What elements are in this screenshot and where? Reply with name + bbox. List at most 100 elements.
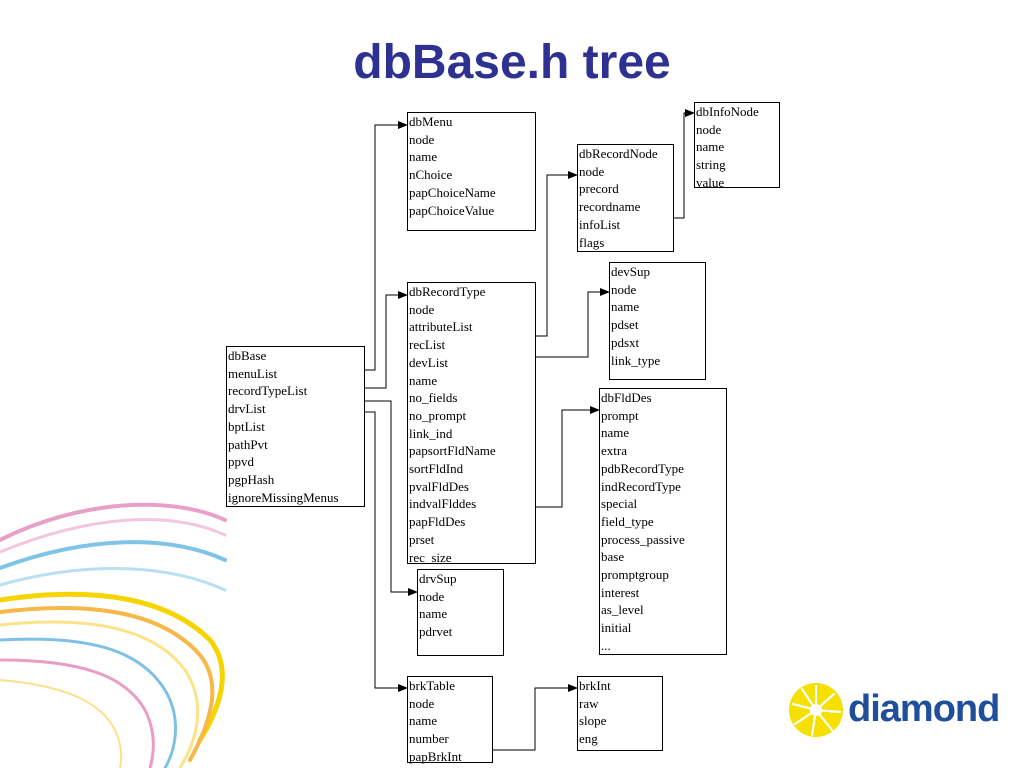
- field-label: pdrvet: [419, 624, 453, 640]
- field-label: devList: [409, 354, 448, 370]
- field-label: attributeList: [409, 319, 473, 335]
- drvsup-title: drvSup: [419, 571, 457, 586]
- dbrecordnode-title: dbRecordNode: [579, 146, 658, 161]
- dbrecordnode-box: dbRecordNode node precord recordname inf…: [577, 144, 674, 252]
- field-label: bptList: [228, 418, 265, 434]
- field-label: papsortFldName: [409, 443, 496, 459]
- field-label: pdset: [611, 317, 639, 333]
- field-label: base: [601, 549, 625, 565]
- field-label: raw: [579, 695, 599, 711]
- field-label: pdsxt: [611, 334, 640, 350]
- sun-burst-icon: [789, 683, 843, 737]
- brktable-title: brkTable: [409, 678, 456, 693]
- field-label: prompt: [601, 407, 639, 423]
- edge-drvlist-to-drvsup: [364, 400, 418, 596]
- field-label: name: [696, 139, 725, 155]
- logo-wordmark: diamond: [848, 688, 1000, 730]
- field-label: precord: [579, 181, 619, 197]
- field-label: ppvd: [228, 454, 254, 470]
- field-label: interest: [601, 584, 640, 600]
- field-label: papBrkInt: [409, 748, 462, 764]
- dbmenu-title: dbMenu: [409, 114, 453, 129]
- field-label: node: [409, 131, 435, 147]
- devsup-title: devSup: [611, 264, 650, 279]
- field-label: menuList: [228, 365, 278, 381]
- edge-recordtypelist-to-dbrecordtype: [364, 291, 408, 389]
- field-label: ignoreMissingMenus: [228, 489, 339, 505]
- field-label: name: [611, 299, 640, 315]
- devsup-box: devSup node name pdset pdsxt link_type: [609, 262, 706, 380]
- dbflddes-title: dbFldDes: [601, 390, 652, 405]
- dbinfonode-title: dbInfoNode: [696, 104, 759, 119]
- field-label: flags: [579, 234, 605, 250]
- edge-papflddes-to-dbflddes: [535, 406, 600, 508]
- field-label: value: [696, 174, 725, 190]
- dbmenu-box: dbMenu node name nChoice papChoiceName p…: [407, 112, 536, 231]
- field-label: special: [601, 496, 638, 512]
- drvsup-box: drvSup node name pdrvet: [417, 569, 504, 656]
- field-label: name: [601, 425, 630, 441]
- field-label: no_prompt: [409, 407, 467, 423]
- field-label: number: [409, 731, 449, 747]
- field-label: nChoice: [409, 167, 453, 183]
- field-label: link_type: [611, 352, 661, 368]
- field-label: pathPvt: [228, 436, 268, 452]
- brkint-title: brkInt: [579, 678, 611, 693]
- field-label: initial: [601, 620, 632, 636]
- field-label: field_type: [601, 513, 654, 529]
- field-label: promptgroup: [601, 567, 669, 583]
- field-label: no_fields: [409, 390, 458, 406]
- field-label: papFldDes: [409, 514, 466, 530]
- field-label: indvalFlddes: [409, 496, 477, 512]
- field-label: as_level: [601, 602, 644, 618]
- field-label: pdbRecordType: [601, 460, 684, 476]
- edge-devlist-to-devsup: [535, 288, 610, 358]
- field-label: name: [419, 606, 448, 622]
- field-label: infoList: [579, 216, 621, 232]
- field-label: indRecordType: [601, 478, 681, 494]
- field-label: node: [409, 301, 435, 317]
- field-label: link_ind: [409, 425, 453, 441]
- field-label: name: [409, 372, 438, 388]
- diamond-logo: diamond: [786, 680, 1000, 740]
- field-label: rec_size: [409, 549, 452, 565]
- dbrecordtype-title: dbRecordType: [409, 284, 486, 299]
- field-label: name: [409, 149, 438, 165]
- field-label: ...: [601, 637, 611, 653]
- slide-title: dbBase.h tree: [353, 36, 671, 89]
- field-label: string: [696, 157, 726, 173]
- decorative-swoosh: [0, 502, 227, 768]
- edge-bptlist-to-brktable: [364, 411, 408, 692]
- brktable-box: brkTable node name number papBrkInt: [407, 676, 493, 764]
- field-label: process_passive: [601, 531, 685, 547]
- field-label: node: [409, 695, 435, 711]
- field-label: eng: [579, 731, 598, 747]
- edge-reclist-to-dbrecordnode: [535, 171, 578, 337]
- field-label: name: [409, 713, 438, 729]
- field-label: pvalFldDes: [409, 478, 469, 494]
- field-label: sortFldInd: [409, 461, 464, 477]
- field-label: node: [611, 281, 637, 297]
- edge-infolist-to-dbinfonode: [673, 109, 695, 219]
- field-label: node: [579, 163, 605, 179]
- field-label: pgpHash: [228, 471, 275, 487]
- dbinfonode-box: dbInfoNode node name string value: [694, 102, 780, 190]
- dbbase-box: dbBase menuList recordTypeList drvList b…: [226, 346, 365, 507]
- field-label: recList: [409, 337, 446, 353]
- dbflddes-box: dbFldDes prompt name extra pdbRecordType…: [599, 388, 727, 655]
- field-label: node: [696, 121, 722, 137]
- field-label: papChoiceName: [409, 184, 496, 200]
- edge-papbrkint-to-brkint: [492, 684, 578, 751]
- dbbase-title: dbBase: [228, 348, 267, 363]
- dbrecordtype-box: dbRecordType node attributeList recList …: [407, 282, 536, 565]
- field-label: recordname: [579, 199, 641, 215]
- field-label: extra: [601, 443, 627, 459]
- field-label: papChoiceValue: [409, 202, 495, 218]
- field-label: drvList: [228, 401, 266, 417]
- field-label: prset: [409, 531, 435, 547]
- field-label: node: [419, 588, 445, 604]
- field-label: slope: [579, 713, 607, 729]
- field-label: recordTypeList: [228, 383, 308, 399]
- edge-menulist-to-dbmenu: [364, 121, 408, 371]
